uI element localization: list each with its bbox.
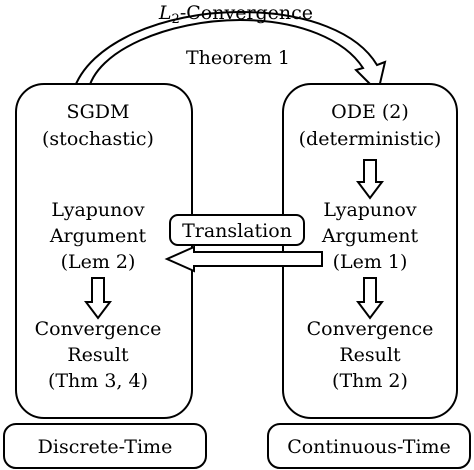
right-down-arrow-upper	[356, 159, 384, 200]
right-title-line2: (deterministic)	[299, 128, 442, 150]
left-lyap-line3: (Lem 2)	[61, 251, 136, 273]
right-title-line1: ODE (2)	[331, 101, 409, 123]
right-conv-line1: Convergence	[307, 318, 434, 340]
left-title-line2: (stochastic)	[42, 128, 154, 150]
discrete-time-box	[3, 423, 207, 469]
translation-box	[169, 214, 305, 246]
right-conv-line3: (Thm 2)	[332, 370, 408, 392]
theorem-curved-arrow	[71, 10, 387, 94]
right-lyap-line2: Argument	[321, 225, 419, 247]
right-down-arrow-lower	[356, 277, 384, 320]
continuous-time-label: Continuous-Time	[287, 436, 451, 458]
left-down-arrow	[84, 277, 112, 320]
theorem-label: Theorem 1	[186, 47, 290, 69]
left-conv-line2: Result	[67, 344, 129, 366]
left-conv-line1: Convergence	[35, 318, 162, 340]
right-lyap-line1: Lyapunov	[323, 199, 416, 221]
right-conv-line2: Result	[339, 344, 401, 366]
l2-convergence-title: L2-Convergence	[158, 2, 313, 27]
left-lyap-line2: Argument	[49, 225, 147, 247]
discrete-time-label: Discrete-Time	[38, 436, 173, 458]
left-lyap-line1: Lyapunov	[51, 199, 144, 221]
translation-label: Translation	[182, 220, 292, 242]
left-conv-line3: (Thm 3, 4)	[48, 370, 148, 392]
translation-left-arrow	[164, 245, 323, 273]
continuous-time-box	[267, 423, 471, 469]
right-lyap-line3: (Lem 1)	[333, 251, 408, 273]
left-title-line1: SGDM	[67, 101, 130, 123]
